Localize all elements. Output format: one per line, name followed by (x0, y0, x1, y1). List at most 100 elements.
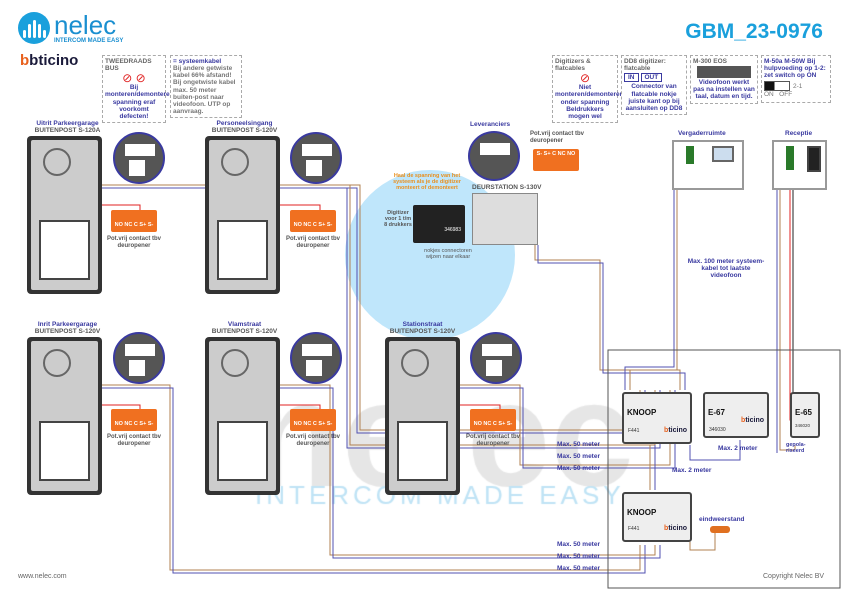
switch-icon (764, 81, 790, 92)
module-name: E-65 (795, 408, 812, 417)
contact-label: Pot.vrij contact tbv deuropener (106, 236, 161, 249)
terminal-zoom (470, 332, 522, 384)
terminal-zoom (290, 332, 342, 384)
relay-terminal: NO NC C S+ S- (470, 409, 516, 431)
note-body: Bij andere getwiste kabel 66% afstand! B… (173, 65, 236, 115)
relay-terminal: NO NC C S+ S- (290, 409, 336, 431)
digitizer-warning: Haal de spanning van het systeem als je … (393, 173, 461, 192)
contact-label: Pot.vrij contact tbv deuropener (285, 236, 340, 249)
module-name: KNOOP (627, 408, 657, 417)
max-50m-label: Max. 50 meter (557, 541, 600, 548)
on-label: ON (764, 91, 774, 99)
relay-terminal: NO NC C S+ S- (111, 210, 157, 232)
bticino-logo: bticino (741, 417, 764, 424)
monitor-vergaderruimte (672, 140, 744, 190)
digitizer-unit: 346983 (413, 205, 465, 243)
bticino-logo: bticino (664, 525, 687, 532)
nokjes-note: nokjes connectoren wijzen naar elkaar (424, 248, 472, 261)
footer-website[interactable]: www.nelec.com (18, 573, 67, 580)
outdoor-panel (27, 337, 102, 495)
module-name: E-67 (708, 408, 725, 417)
handset-icon (807, 146, 821, 172)
distance-note: Max. 100 meter systeem-kabel tot laatste… (687, 258, 765, 280)
station-5: Stationstraat BUITENPOST S-120V (385, 321, 460, 335)
max-50m-label: Max. 50 meter (557, 565, 600, 572)
in-label: IN (624, 73, 639, 83)
terminal-zoom (468, 131, 520, 181)
nelec-logo-icon (18, 12, 50, 44)
note-bus: TWEEDRAADS BUS ⊘ ⊘ Bij monteren/demonter… (102, 55, 174, 123)
max-2m-label: Max. 2 meter (672, 467, 712, 474)
note-body: Niet monteren/demonteren onder spanning … (555, 84, 624, 120)
camera-icon (221, 148, 249, 176)
max-50m-label: Max. 50 meter (557, 465, 600, 472)
footer-copyright: Copyright Nelec BV (763, 573, 825, 580)
station-model: BUITENPOST S-120A (34, 127, 101, 134)
document-id: GBM_23-0976 (685, 20, 823, 43)
no-plug-icon: ⊘ ⊘ (122, 71, 146, 86)
outdoor-panel (27, 136, 102, 294)
camera-icon (43, 349, 71, 377)
off-label: OFF (779, 91, 793, 99)
relay-terminal: NO NC C S+ S- (290, 210, 336, 232)
switch-position: 2-1 (793, 82, 803, 90)
note-title: Digitizers & flatcables (555, 58, 591, 73)
terminal-zoom (113, 132, 165, 184)
max-50m-label: Max. 50 meter (557, 453, 600, 460)
module-code: F441 (628, 526, 640, 532)
polarised-label: gepola-riseerd (786, 442, 806, 455)
note-digitizers: Digitizers & flatcables ⊘ Niet monteren/… (552, 55, 624, 123)
terminal-zoom (290, 132, 342, 184)
note-title: = systeemkabel (173, 58, 222, 65)
note-body: Connector van flatcable nokje juiste kan… (625, 83, 683, 112)
module-code: 346030 (709, 427, 726, 433)
note-systeemkabel: = systeemkabel Bij andere getwiste kabel… (170, 55, 242, 119)
out-label: OUT (640, 73, 663, 83)
station-model: BUITENPOST S-120V (211, 328, 278, 335)
station-model: BUITENPOST S-120V (34, 328, 101, 335)
brand-tagline: INTERCOM MADE EASY (54, 38, 124, 44)
note-title: M-50a M-50W Bij hulpvoeding op 1-2: zet … (764, 58, 826, 80)
contact-label: Pot.vrij contact tbv deuropener (285, 434, 340, 447)
note-title: TWEEDRAADS BUS (105, 58, 152, 73)
camera-icon (221, 349, 249, 377)
leveranciers-title: Leveranciers (470, 121, 511, 128)
outdoor-panel (385, 337, 460, 495)
digitizer-label: Digitizer voor 1 t/m 8 drukkers (384, 210, 412, 229)
e65-module: E-65 346020 (790, 392, 820, 438)
module-code: 346020 (795, 423, 811, 428)
bticino-logo: bbticino (20, 52, 79, 69)
station-3: Inrit Parkeergarage BUITENPOST S-120V (30, 321, 105, 335)
note-m50: M-50a M-50W Bij hulpvoeding op 1-2: zet … (761, 55, 831, 103)
max-50m-label: Max. 50 meter (557, 553, 600, 560)
e67-module: E-67 346030 bticino (703, 392, 769, 438)
station-name: Stationstraat (402, 321, 443, 328)
note-dd8: DD8 digitizer: flatcable IN OUT Connecto… (621, 55, 687, 115)
max-50m-label: Max. 50 meter (557, 441, 600, 448)
digitizer-code: 346983 (444, 227, 461, 233)
max-2m-label: Max. 2 meter (718, 445, 758, 452)
partner-name: bticino (29, 52, 79, 69)
station-4: Vlamstraat BUITENPOST S-120V (207, 321, 282, 335)
station-name: Vlamstraat (227, 321, 262, 328)
station-model: BUITENPOST S-120V (211, 127, 278, 134)
deurstation-unit (472, 193, 538, 245)
terminal-zoom (113, 332, 165, 384)
monitor-screen-icon (712, 146, 734, 162)
station-name: Uitrit Parkeergarage (36, 120, 99, 127)
no-plug-icon: ⊘ (579, 71, 591, 86)
note-title: M-300 EOS (693, 58, 727, 65)
monitor-receptie (772, 140, 827, 190)
station-1: Uitrit Parkeergarage BUITENPOST S-120A (30, 120, 105, 134)
note-body: Bij monteren/demonteren spanning eraf vo… (105, 84, 174, 120)
relay-terminal: S- S+ C NC NO (533, 149, 579, 171)
deurstation-model: DEURSTATION S-130V (472, 184, 542, 191)
station-name: Inrit Parkeergarage (37, 321, 98, 328)
relay-terminal: NO NC C S+ S- (111, 409, 157, 431)
contact-label: Pot.vrij contact tbv deuropener (465, 434, 520, 447)
outdoor-panel (205, 136, 280, 294)
module-code: F441 (628, 428, 640, 434)
